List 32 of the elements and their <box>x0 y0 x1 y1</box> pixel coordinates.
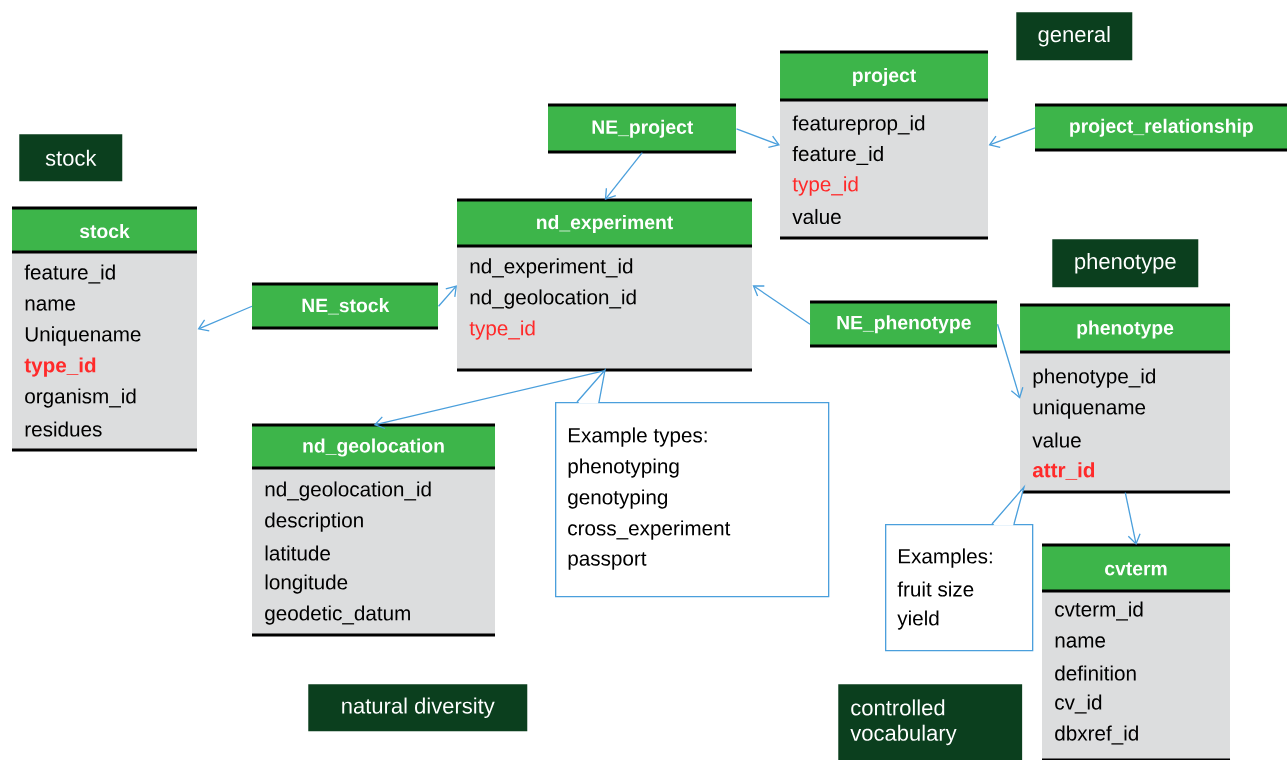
entity-table: cvterm cvterm_id name definition cv_id dbxref_id <box>1042 543 1230 760</box>
callout-box: Examples: fruit size yield <box>885 484 1034 652</box>
arrow <box>604 151 643 200</box>
arrow <box>373 369 606 430</box>
entity-table: nd_geolocation nd_geolocation_id description latitude longitude geodetic_datum <box>252 423 495 637</box>
node-label: nd_experiment <box>537 214 674 234</box>
node-label: project <box>853 67 917 87</box>
node-label: cvterm <box>1105 562 1167 576</box>
arrow <box>197 305 253 332</box>
link-table: NE_project <box>548 103 736 154</box>
arrow <box>437 285 457 307</box>
link-table: NE_stock <box>252 282 438 330</box>
group-label: phenotype <box>1052 239 1199 288</box>
arrow <box>1124 491 1141 545</box>
group-label: controlled vocabulary <box>838 684 1023 760</box>
entity-table: phenotype phenotype_id uniquename value attr_id <box>1020 303 1230 494</box>
entity-table: nd_experiment nd_experiment_id nd_geolocation_id type_id <box>457 198 752 372</box>
arrow <box>752 285 811 325</box>
link-table: NE_phenotype <box>810 300 997 348</box>
group-label: stock <box>19 134 123 182</box>
group-label: general <box>1016 12 1133 61</box>
arrow <box>988 127 1036 148</box>
arrow <box>996 323 1024 399</box>
entity-table: project featureprop_id feature_id type_id value <box>780 50 988 240</box>
node-label: phenotype <box>1077 320 1174 339</box>
node-label: nd_geolocation <box>303 438 444 457</box>
entity-table: stock feature_id name Uniquename type_id organism_id residues <box>12 206 197 452</box>
link-table: project_relationship <box>1035 103 1287 152</box>
group-label: natural diversity <box>308 684 528 732</box>
node-label: stock <box>79 223 130 239</box>
arrow <box>735 128 780 148</box>
callout-box: Example types: phenotyping genotyping cross_experiment passport <box>555 367 830 598</box>
